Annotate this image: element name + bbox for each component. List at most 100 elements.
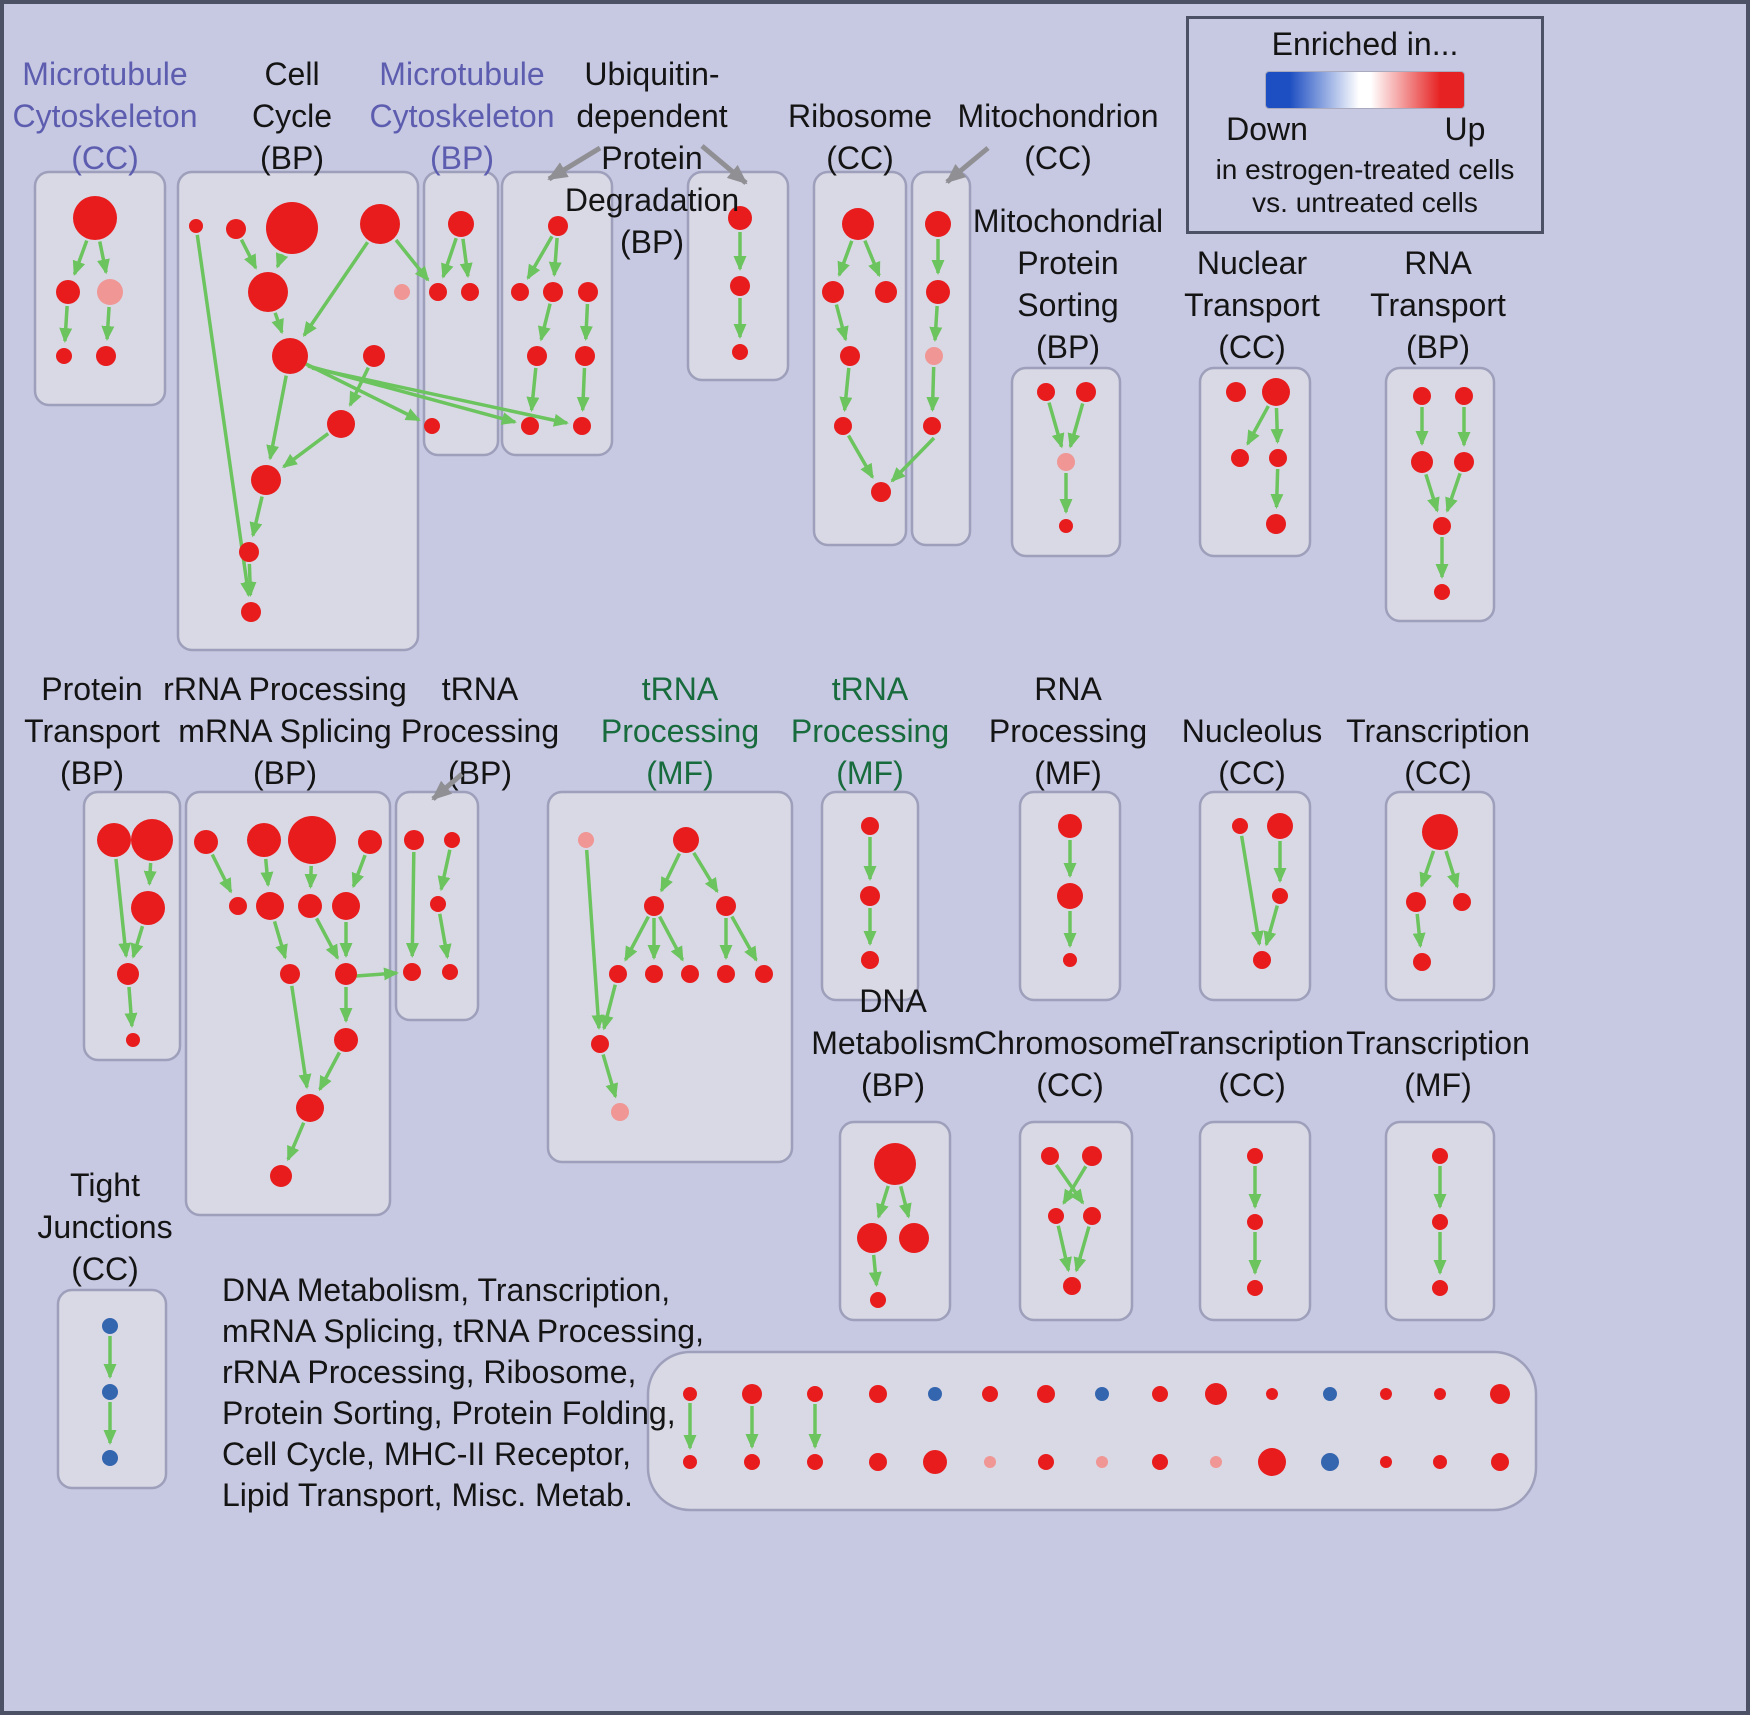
cluster-label-chromosome-cc: Chromosome(CC) — [974, 1025, 1166, 1103]
gene-node — [226, 219, 246, 239]
edge-arrow — [579, 303, 593, 342]
gene-node — [1267, 813, 1293, 839]
gene-node — [1232, 818, 1248, 834]
edge-arrow — [1445, 472, 1462, 513]
layer-cross-edges — [305, 238, 936, 981]
gene-node — [194, 830, 218, 854]
edge-arrow — [266, 375, 288, 461]
gene-node — [1058, 814, 1082, 838]
edge-arrow — [243, 563, 257, 598]
label-callout-arrow — [547, 145, 602, 182]
edge-arrow — [584, 849, 605, 1031]
edge-arrow — [348, 366, 370, 407]
gene-node — [869, 1385, 887, 1403]
cluster-box-rrna-processing-mrna-splicing-bp — [184, 790, 392, 1217]
misc-text-line: Lipid Transport, Misc. Metab. — [222, 1477, 633, 1513]
cross-cluster-edge-arrow — [890, 436, 936, 483]
gene-node — [575, 346, 595, 366]
label-callout-arrow — [431, 772, 464, 801]
gene-node — [755, 965, 773, 983]
edge-arrow — [730, 915, 758, 962]
edge-arrow — [1270, 468, 1284, 510]
gene-node — [683, 1455, 697, 1469]
gene-node — [1269, 449, 1287, 467]
gene-node — [742, 1384, 762, 1404]
gene-node — [1323, 1387, 1337, 1401]
gene-node — [1434, 1388, 1446, 1400]
edge-arrow — [210, 853, 233, 894]
edge-arrow — [623, 915, 650, 962]
gene-node — [982, 1386, 998, 1402]
gene-node — [644, 896, 664, 916]
gene-node — [270, 1165, 292, 1187]
gene-node — [56, 280, 80, 304]
gene-node — [1455, 387, 1473, 405]
gene-node — [1037, 383, 1055, 401]
gene-node — [1247, 1148, 1263, 1164]
cluster-box-chromosome-cc — [1018, 1120, 1134, 1322]
gene-node — [683, 1387, 697, 1401]
gene-node — [444, 832, 460, 848]
legend-gradient-bar — [1265, 71, 1465, 109]
gene-node — [1411, 451, 1433, 473]
cluster-label-mitochondrion-cc: Mitochondrion(CC) — [958, 98, 1159, 176]
gene-node — [327, 410, 355, 438]
gene-node — [1063, 953, 1077, 967]
edge-arrow — [304, 865, 318, 890]
edge-arrow — [837, 240, 854, 277]
cluster-label-transcription-mf: Transcription(MF) — [1346, 1025, 1530, 1103]
gene-node — [1321, 1453, 1339, 1471]
gene-node — [97, 823, 131, 857]
gene-node — [1380, 1388, 1392, 1400]
edge-arrow — [195, 234, 254, 598]
gene-node — [403, 963, 421, 981]
gene-node — [1422, 814, 1458, 850]
gene-node — [1266, 514, 1286, 534]
gene-node — [716, 896, 736, 916]
gene-node — [288, 816, 336, 864]
gene-node — [424, 418, 440, 434]
gene-node — [807, 1386, 823, 1402]
gene-node — [429, 283, 447, 301]
gene-node — [1413, 953, 1431, 971]
edge-arrow — [290, 985, 312, 1090]
gene-node — [256, 892, 284, 920]
gene-node — [1434, 584, 1450, 600]
edge-arrow — [1424, 473, 1440, 513]
gene-node — [928, 1387, 942, 1401]
legend: Enriched in... Down Up in estrogen-treat… — [1186, 16, 1544, 234]
legend-title: Enriched in... — [1271, 26, 1459, 62]
cluster-box-microtubule-cytoskeleton-bp — [422, 170, 500, 457]
cluster-label-nucleolus-cc: Nucleolus(CC) — [1182, 713, 1323, 791]
gene-node — [1253, 951, 1271, 969]
edge-arrow — [239, 238, 258, 270]
gene-node — [1247, 1214, 1263, 1230]
gene-node — [609, 965, 627, 983]
gene-node — [1057, 453, 1075, 471]
edge-arrow — [1419, 850, 1436, 888]
gene-node — [1041, 1147, 1059, 1165]
edge-arrow — [405, 851, 419, 959]
edge-arrow — [692, 851, 719, 894]
layer-nodes — [56, 196, 1510, 1476]
label-callout-arrow — [700, 144, 748, 185]
edge-arrow — [600, 984, 617, 1031]
gene-node — [1210, 1456, 1222, 1468]
legend-down-label: Down — [1226, 111, 1308, 147]
gene-node — [717, 965, 735, 983]
legend-scale-labels: Down Up — [1189, 111, 1541, 153]
edge-arrow — [526, 367, 540, 413]
gene-node — [1205, 1383, 1227, 1405]
gene-node — [266, 202, 318, 254]
gene-node — [126, 1033, 140, 1047]
gene-node — [241, 602, 261, 622]
edge-arrow — [315, 917, 340, 960]
edge-arrow — [868, 1254, 882, 1288]
cross-cluster-edge-arrow — [305, 362, 421, 422]
